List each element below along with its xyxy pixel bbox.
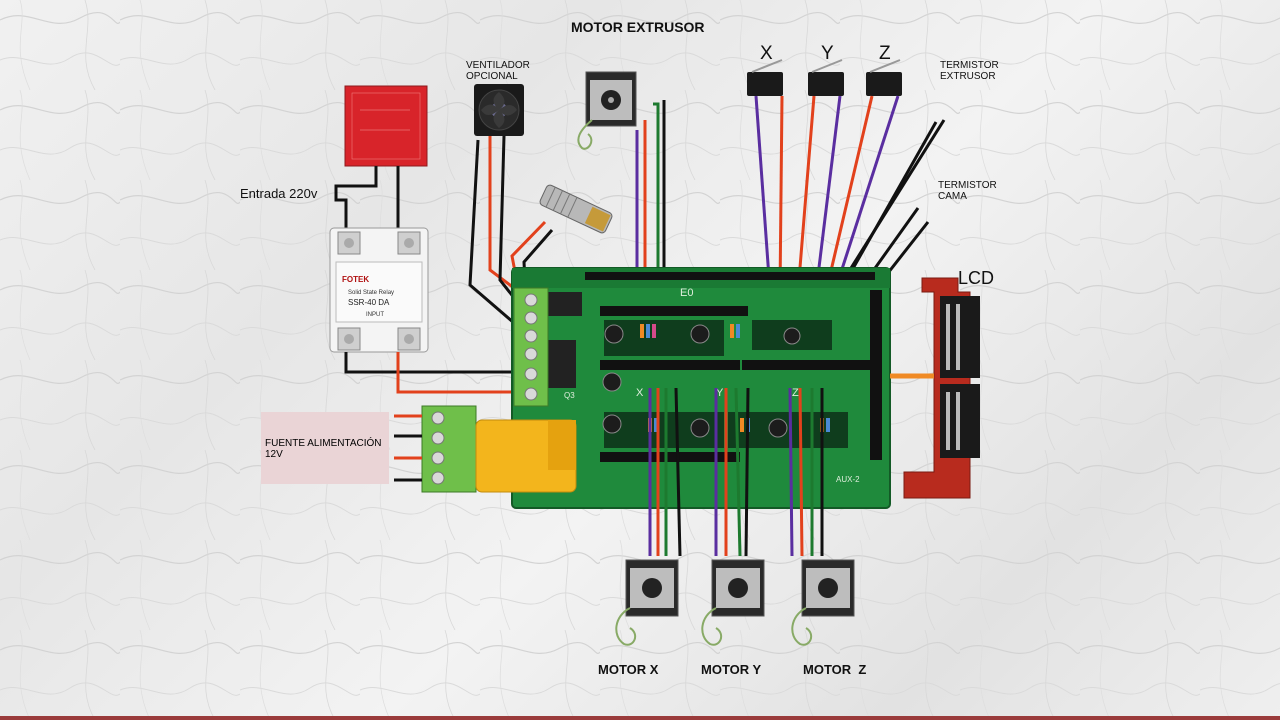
endstop-z — [866, 59, 902, 96]
motor-extruder — [577, 71, 637, 150]
y-end-wire-purple — [814, 95, 842, 293]
ssr-input: INPUT — [366, 312, 384, 318]
mark-q3: Q3 — [564, 391, 575, 400]
label-optional-fan: VENTILADOR OPCIONAL — [466, 60, 530, 82]
power-terminal — [421, 405, 477, 493]
motor-x-wires — [648, 387, 682, 557]
ssr-wire-black — [344, 352, 528, 374]
mark-x: X — [636, 387, 644, 399]
bed-wire-1 — [334, 166, 378, 228]
motor-x — [615, 559, 679, 646]
motor-z — [791, 559, 855, 646]
x-end-wire-purple — [754, 95, 772, 293]
mark-z: Z — [792, 387, 799, 399]
mark-y: Y — [716, 387, 724, 399]
y-end-wire-red — [796, 95, 816, 293]
ssr-brand: FOTEK — [342, 275, 369, 284]
solid-state-relay: FOTEK Solid State Relay SSR-40 DA INPUT — [329, 227, 429, 353]
label-motor-y: MOTOR Y — [701, 662, 762, 677]
label-lcd: LCD — [958, 268, 995, 288]
label-input-220v: Entrada 220v — [240, 186, 318, 201]
label-thermistor-extruder: TERMISTOR EXTRUSOR — [940, 60, 999, 82]
mark-e0: E0 — [680, 287, 693, 299]
mark-aux2: AUX-2 — [836, 475, 860, 484]
motor-y — [701, 559, 765, 646]
fan-wire-black-2 — [468, 139, 529, 337]
lcd-adapter — [903, 277, 980, 499]
z-end-wire-purple — [830, 95, 900, 301]
endstop-x — [747, 59, 783, 96]
label-thermistor-bed: TERMISTOR CAMA — [938, 180, 997, 202]
ssr-desc: Solid State Relay — [348, 290, 394, 296]
heated-bed — [344, 85, 428, 167]
motor-z-wires — [788, 387, 824, 557]
label-power-supply: FUENTE ALIMENTACIÓN 12V — [265, 438, 382, 460]
label-axis-x: X — [760, 43, 773, 64]
ssr-model: SSR-40 DA — [348, 298, 390, 307]
label-motor-x: MOTOR X — [598, 662, 659, 677]
hotend — [539, 184, 613, 234]
fan — [474, 84, 524, 136]
ssr-wire-red — [396, 352, 528, 394]
x-end-wire-red — [778, 95, 784, 293]
ext-wire-green — [653, 102, 660, 292]
power-supply-box: FUENTE ALIMENTACIÓN 12V — [261, 412, 389, 484]
label-motor-z: MOTOR Z — [803, 662, 867, 677]
fuse — [475, 419, 577, 493]
board-terminal-block — [513, 287, 549, 407]
ramps-board: E0 X Y Z Q3 AUX-2 — [511, 267, 891, 509]
motor-y-wires — [714, 387, 750, 557]
label-axis-y: Y — [821, 43, 834, 64]
z-end-wire-red — [824, 95, 874, 293]
label-axis-z: Z — [879, 43, 891, 64]
endstop-y — [808, 59, 844, 96]
label-motor-extruder: MOTOR EXTRUSOR — [571, 19, 705, 35]
